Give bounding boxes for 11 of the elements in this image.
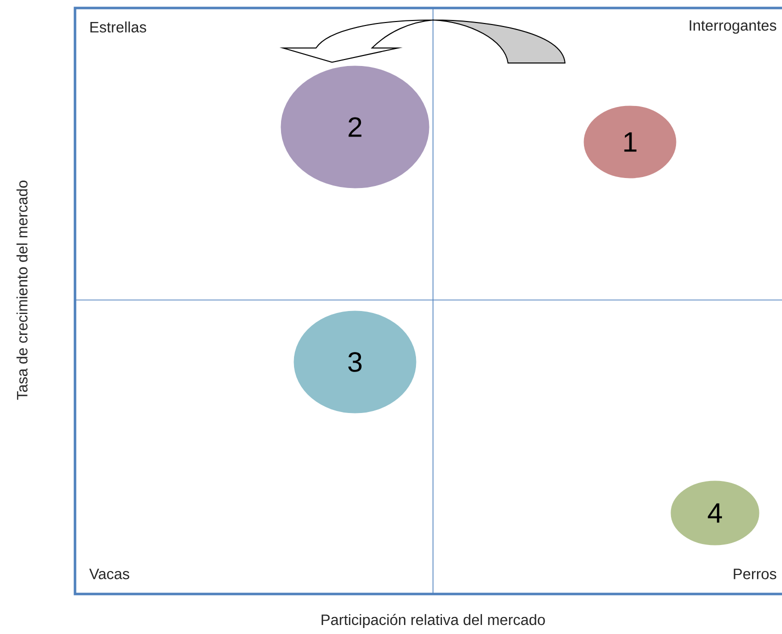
quadrant-label: Vacas	[89, 568, 130, 580]
quadrant-label: Interrogantes	[690, 20, 776, 34]
quadrant-label: Estrellas	[90, 21, 146, 32]
quadrant-label: Perros	[734, 568, 776, 580]
bubble: 3	[292, 309, 418, 415]
axis-title: Tasa de crecimiento del mercado	[16, 180, 28, 400]
bubble: 4	[669, 479, 761, 547]
curved-arrow	[282, 20, 566, 64]
axis-title: Participación relativa del mercado	[322, 614, 545, 628]
bubble: 1	[582, 104, 678, 180]
bubble: 2	[279, 64, 431, 190]
